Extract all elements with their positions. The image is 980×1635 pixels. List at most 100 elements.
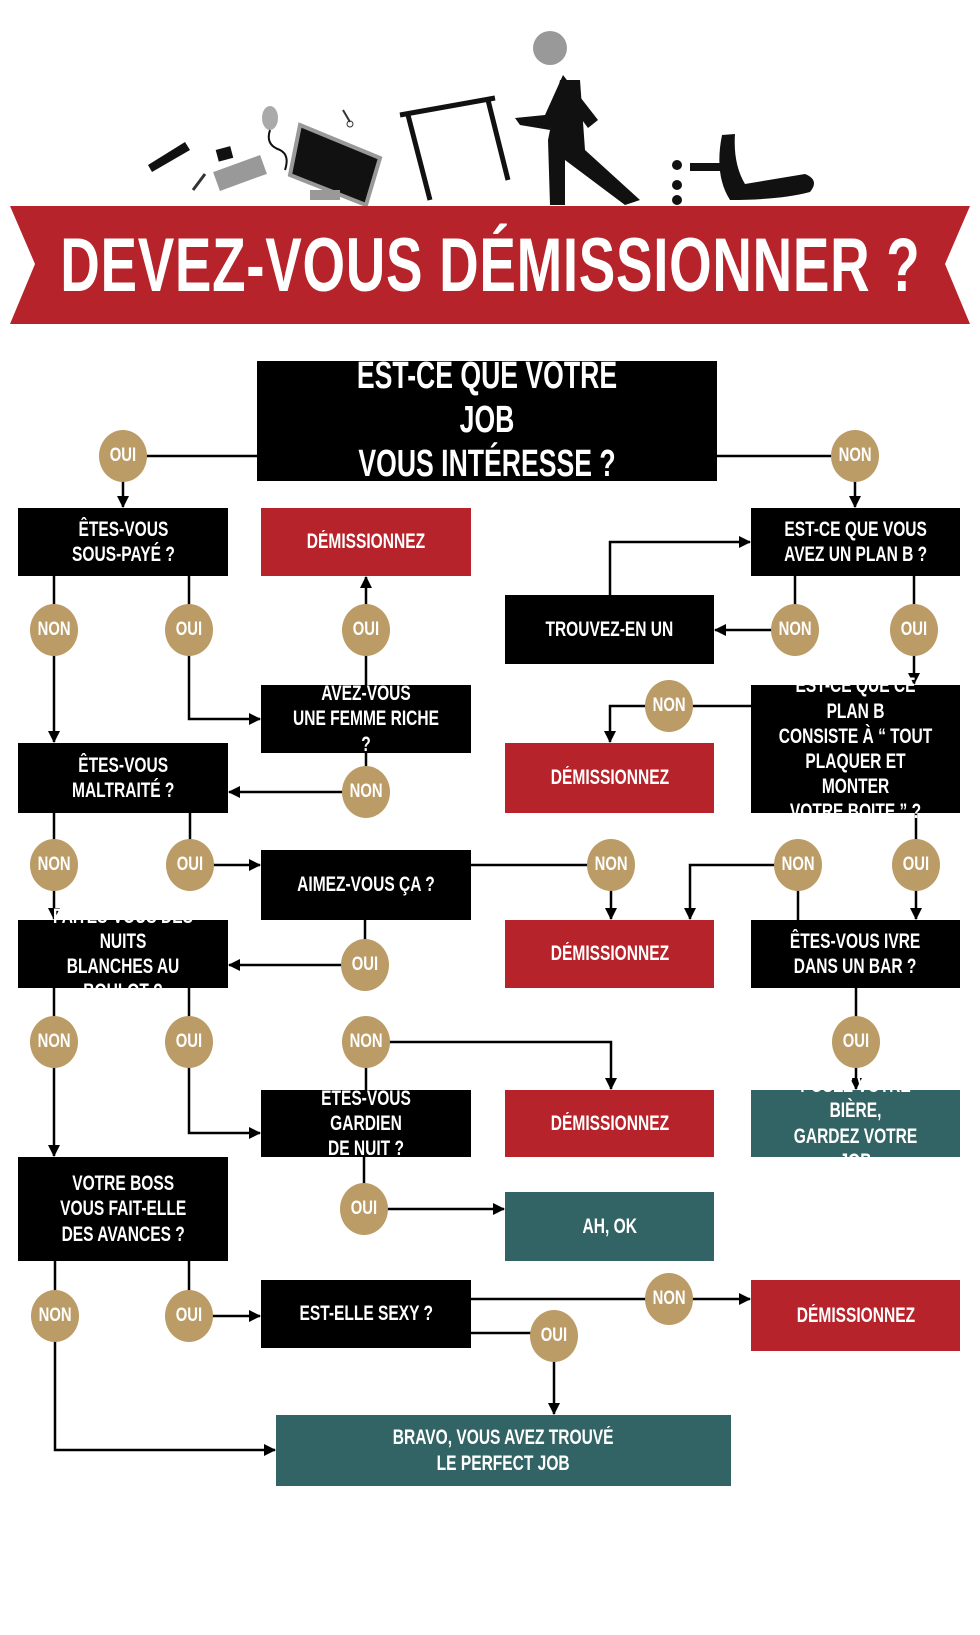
arrow bbox=[608, 536, 751, 595]
badge-text: NON bbox=[781, 854, 815, 875]
node-text: FAITES-VOUS DES NUITS BLANCHES AU BOULOT… bbox=[53, 904, 193, 1004]
branch-badge: OUI bbox=[890, 604, 938, 656]
scissors-icon bbox=[342, 109, 354, 128]
badge-text: OUI bbox=[842, 1031, 870, 1052]
badge-text: OUI bbox=[109, 445, 137, 466]
branch-badge: NON bbox=[645, 1273, 693, 1325]
node-text: ÊTES-VOUS SOUS-PAYÉ ? bbox=[71, 517, 175, 566]
branch-badge: NON bbox=[342, 766, 390, 818]
node-text: EST-ELLE SEXY ? bbox=[299, 1302, 433, 1326]
question-is-sexy: EST-ELLE SEXY ? bbox=[261, 1280, 471, 1348]
branch-badge: OUI bbox=[165, 1290, 213, 1342]
badge-text: NON bbox=[778, 619, 812, 640]
badge-text: OUI bbox=[175, 1031, 203, 1052]
badge-text: NON bbox=[38, 1305, 72, 1326]
badge-text: OUI bbox=[175, 619, 203, 640]
node-text: EST-CE QUE VOTRE JOB VOUS INTÉRESSE ? bbox=[356, 355, 618, 485]
monitor-icon bbox=[287, 122, 383, 208]
question-mistreated: ÊTES-VOUS MALTRAITÉ ? bbox=[18, 743, 228, 813]
mouse-icon bbox=[262, 106, 288, 171]
outcome-quit: DÉMISSIONNEZ bbox=[505, 920, 714, 988]
node-text: ÊTES-VOUS GARDIEN DE NUIT ? bbox=[321, 1086, 411, 1161]
badge-text: NON bbox=[37, 854, 71, 875]
question-plan-b-startup: EST-CE QUE CE PLAN B CONSISTE À “ TOUT P… bbox=[751, 674, 960, 823]
branch-badge: NON bbox=[831, 430, 879, 482]
office-chair-icon bbox=[672, 134, 814, 205]
action-find-one: TROUVEZ-EN UN bbox=[505, 595, 714, 664]
sticky-note-icon bbox=[215, 146, 234, 162]
node-text: ÊTES-VOUS MALTRAITÉ ? bbox=[71, 753, 175, 802]
branch-badge: OUI bbox=[892, 839, 940, 891]
question-rich-wife: AVEZ-VOUS UNE FEMME RICHE ? bbox=[261, 682, 471, 756]
page-title: DEVEZ-VOUS DÉMISSIONNER ? bbox=[0, 206, 980, 325]
badge-text: OUI bbox=[540, 1325, 568, 1346]
badge-text: OUI bbox=[350, 1198, 378, 1219]
question-all-nighters: FAITES-VOUS DES NUITS BLANCHES AU BOULOT… bbox=[18, 905, 228, 1003]
branch-badge: NON bbox=[30, 1016, 78, 1068]
node-text: DÉMISSIONNEZ bbox=[550, 1111, 669, 1135]
badge-text: NON bbox=[37, 619, 71, 640]
arrow bbox=[684, 863, 800, 920]
node-text: EST-CE QUE CE PLAN B CONSISTE À “ TOUT P… bbox=[778, 674, 933, 824]
branch-badge: OUI bbox=[165, 1016, 213, 1068]
question-underpaid: ÊTES-VOUS SOUS-PAYÉ ? bbox=[18, 508, 228, 576]
branch-badge: OUI bbox=[166, 839, 214, 891]
branch-badge: NON bbox=[771, 604, 819, 656]
question-like-it: AIMEZ-VOUS ÇA ? bbox=[261, 850, 471, 920]
outcome-quit: DÉMISSIONNEZ bbox=[751, 1280, 960, 1351]
branch-badge: OUI bbox=[341, 939, 389, 991]
page-title-text: DEVEZ-VOUS DÉMISSIONNER ? bbox=[59, 223, 921, 308]
arrow bbox=[604, 704, 751, 743]
quitting-office-illustration bbox=[148, 31, 814, 208]
outcome-quit: DÉMISSIONNEZ bbox=[505, 1090, 714, 1157]
branch-badge: OUI bbox=[342, 604, 390, 656]
title-banner bbox=[10, 206, 970, 324]
badge-text: OUI bbox=[902, 854, 930, 875]
stick-man-icon bbox=[515, 31, 640, 205]
node-text: BRAVO, VOUS AVEZ TROUVÉ LE PERFECT JOB bbox=[393, 1426, 614, 1475]
badge-text: NON bbox=[652, 695, 686, 716]
badge-text: NON bbox=[37, 1031, 71, 1052]
node-text: AH, OK bbox=[582, 1214, 637, 1238]
outcome-put-beer: POSEZ VOTRE BIÈRE, GARDEZ VOTRE JOB bbox=[751, 1074, 960, 1173]
badge-text: NON bbox=[838, 445, 872, 466]
desk-icon bbox=[399, 95, 511, 201]
branch-badge: NON bbox=[30, 839, 78, 891]
node-text: TROUVEZ-EN UN bbox=[545, 617, 674, 641]
branch-badge: OUI bbox=[99, 430, 147, 482]
branch-badge: NON bbox=[31, 1290, 79, 1342]
badge-text: NON bbox=[349, 781, 383, 802]
badge-text: OUI bbox=[900, 619, 928, 640]
outcome-quit: DÉMISSIONNEZ bbox=[261, 508, 471, 576]
outcome-ah-ok: AH, OK bbox=[505, 1192, 714, 1261]
outcome-perfect-job: BRAVO, VOUS AVEZ TROUVÉ LE PERFECT JOB bbox=[276, 1415, 731, 1486]
arrow bbox=[53, 1261, 276, 1456]
pencil-icon bbox=[191, 173, 207, 191]
branch-badge: OUI bbox=[165, 604, 213, 656]
badge-text: NON bbox=[652, 1288, 686, 1309]
branch-badge: OUI bbox=[340, 1183, 388, 1235]
badge-text: OUI bbox=[176, 854, 204, 875]
question-plan-b: EST-CE QUE VOUS AVEZ UN PLAN B ? bbox=[751, 508, 960, 576]
node-text: VOTRE BOSS VOUS FAIT-ELLE DES AVANCES ? bbox=[59, 1172, 187, 1246]
node-text: POSEZ VOTRE BIÈRE, GARDEZ VOTRE JOB bbox=[793, 1074, 918, 1173]
node-text: EST-CE QUE VOUS AVEZ UN PLAN B ? bbox=[783, 517, 928, 566]
question-drunk-bar: ÊTES-VOUS IVRE DANS UN BAR ? bbox=[751, 920, 960, 988]
node-text: DÉMISSIONNEZ bbox=[550, 766, 669, 790]
question-job-interesting: EST-CE QUE VOTRE JOB VOUS INTÉRESSE ? bbox=[257, 355, 717, 485]
node-text: DÉMISSIONNEZ bbox=[796, 1303, 915, 1327]
badge-text: OUI bbox=[351, 954, 379, 975]
branch-badge: NON bbox=[342, 1016, 390, 1068]
question-boss-advances: VOTRE BOSS VOUS FAIT-ELLE DES AVANCES ? bbox=[18, 1157, 228, 1261]
badge-text: NON bbox=[594, 854, 628, 875]
branch-badge: NON bbox=[30, 604, 78, 656]
node-text: AIMEZ-VOUS ÇA ? bbox=[297, 873, 435, 897]
node-text: AVEZ-VOUS UNE FEMME RICHE ? bbox=[293, 682, 439, 756]
branch-badge: OUI bbox=[832, 1016, 880, 1068]
badge-text: OUI bbox=[175, 1305, 203, 1326]
badge-text: OUI bbox=[352, 619, 380, 640]
keyboard-icon bbox=[213, 155, 267, 191]
node-text: DÉMISSIONNEZ bbox=[306, 530, 426, 554]
outcome-quit: DÉMISSIONNEZ bbox=[505, 743, 714, 813]
node-text: ÊTES-VOUS IVRE DANS UN BAR ? bbox=[790, 929, 921, 978]
